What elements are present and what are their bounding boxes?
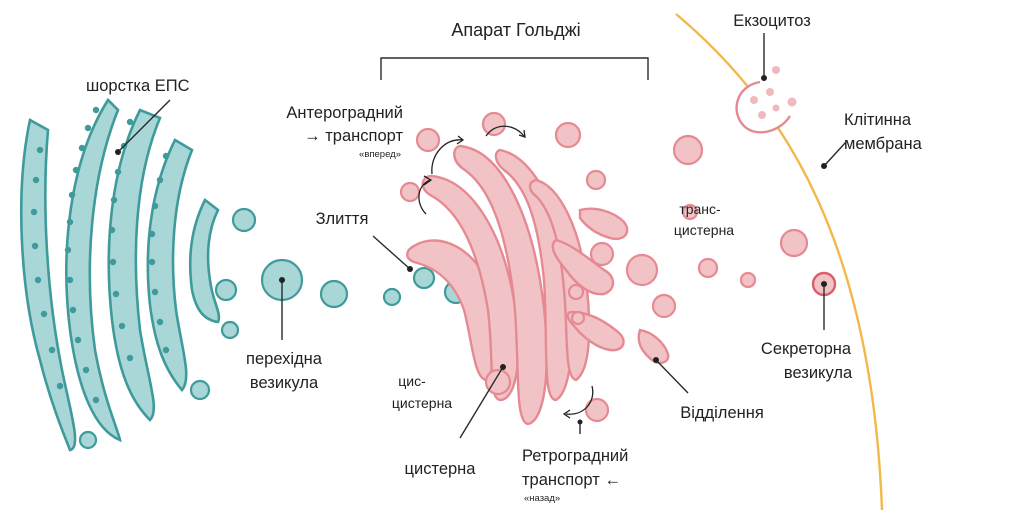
label-rough-er: шорстка ЕПС <box>86 77 190 95</box>
leader-lines <box>115 33 847 439</box>
label-transport-vesicle-2: везикула <box>250 374 319 392</box>
label-budding: Відділення <box>680 404 764 422</box>
label-cis-2: цистерна <box>392 395 452 411</box>
label-membrane-2: мембрана <box>844 135 923 153</box>
transport-arrows <box>418 125 594 419</box>
exocytosis-vesicle <box>735 66 797 134</box>
label-anterograde-note: «вперед» <box>359 149 401 160</box>
label-fusion: Злиття <box>316 210 369 228</box>
label-retrograde-2: транспорт ← <box>522 471 621 489</box>
golgi-bracket <box>380 57 649 80</box>
cell-membrane <box>675 13 884 511</box>
golgi-stack <box>399 111 757 426</box>
rough-er <box>19 97 240 452</box>
label-anterograde-2: → транспорт <box>304 127 403 145</box>
label-transport-vesicle-1: перехідна <box>246 350 323 368</box>
label-retrograde-note: «назад» <box>524 493 560 504</box>
label-anterograde-1: Антероградний <box>286 104 403 122</box>
label-secretory-1: Секреторна <box>761 340 852 358</box>
golgi-title: Апарат Гольджі <box>451 20 580 40</box>
label-trans-1: транс- <box>679 201 721 217</box>
secretory-vesicles <box>779 228 837 297</box>
label-cisterna: цистерна <box>405 460 477 478</box>
label-secretory-2: везикула <box>784 364 853 382</box>
label-trans-2: цистерна <box>674 222 734 238</box>
label-exocytosis: Екзоцитоз <box>733 12 811 30</box>
label-cis-1: цис- <box>398 373 426 389</box>
label-membrane-1: Клітинна <box>844 111 912 129</box>
label-retrograde-1: Ретроградний <box>522 447 628 465</box>
